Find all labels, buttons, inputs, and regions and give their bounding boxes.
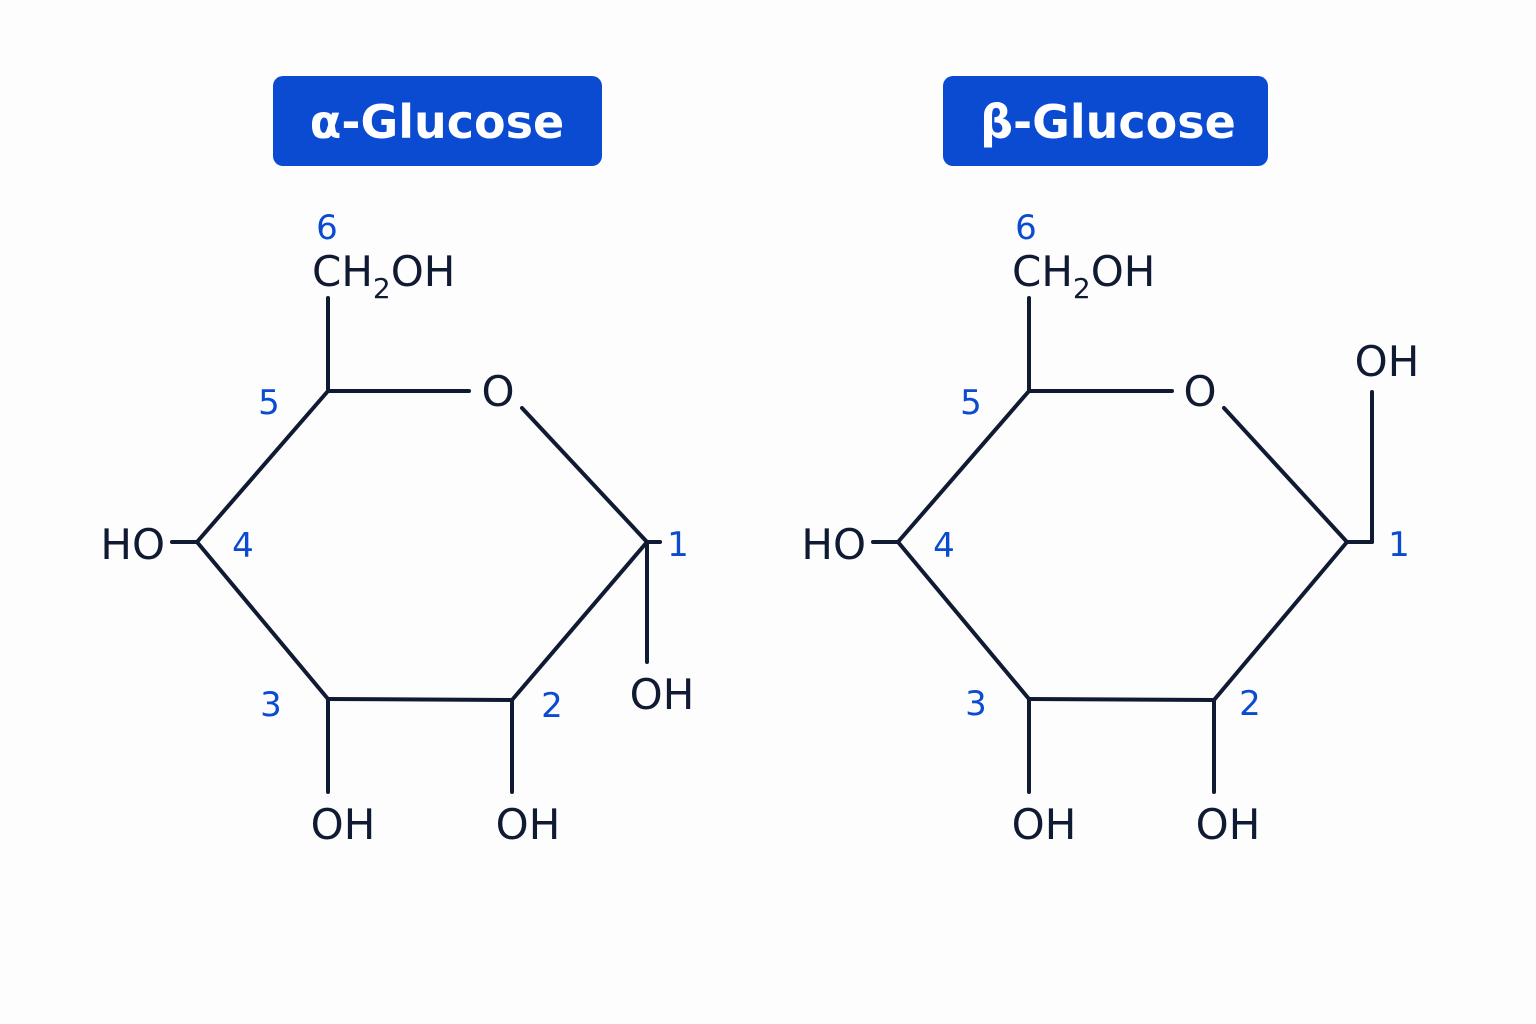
alpha-title-badge: [273, 76, 602, 166]
beta-bond-c4-c5: [896, 389, 1031, 544]
beta-glucose-panel: β-Glucose CH2OH O HO OH OH OH 6 5 4 3 2 …: [801, 76, 1419, 849]
beta-bond-c3-c4: [896, 540, 1031, 701]
beta-title-badge: [943, 76, 1268, 166]
alpha-glucose-panel: α-Glucose CH2OH O HO OH OH OH 6 5 4 3 2 …: [100, 76, 694, 849]
alpha-bond-c1-c2: [510, 540, 649, 702]
alpha-carbon-6-label: 6: [316, 208, 338, 248]
beta-carbon-6-label: 6: [1015, 208, 1037, 248]
beta-ring-oxygen: O: [1183, 367, 1216, 416]
alpha-title: α-Glucose: [310, 95, 564, 149]
beta-ho-c4: HO: [801, 520, 866, 569]
alpha-carbon-5-label: 5: [258, 383, 280, 423]
beta-bond-c1-c2: [1212, 540, 1349, 702]
alpha-carbon-4-label: 4: [232, 526, 254, 566]
alpha-ring-oxygen: O: [481, 367, 514, 416]
alpha-oh-c1: OH: [630, 670, 695, 719]
beta-bond-o-c1: [1222, 406, 1349, 544]
beta-carbon-5-label: 5: [960, 383, 982, 423]
alpha-oh-c3: OH: [311, 800, 376, 849]
alpha-carbon-1-label: 1: [667, 525, 689, 565]
alpha-oh-c2: OH: [496, 800, 561, 849]
beta-carbon-3-label: 3: [965, 684, 987, 724]
beta-carbon-2-label: 2: [1239, 684, 1261, 724]
alpha-ho-c4: HO: [100, 520, 165, 569]
alpha-bond-o-c1: [520, 406, 649, 544]
beta-oh-c3: OH: [1012, 800, 1077, 849]
alpha-carbon-2-label: 2: [541, 686, 563, 726]
beta-carbon-1-label: 1: [1388, 525, 1410, 565]
alpha-ch2oh-label: CH2OH: [312, 247, 455, 305]
beta-bond-c2-c3: [1027, 697, 1216, 702]
beta-title: β-Glucose: [980, 95, 1236, 149]
alpha-bond-c2-c3: [326, 697, 514, 702]
beta-ch2oh-label: CH2OH: [1012, 247, 1155, 305]
beta-oh-c2: OH: [1196, 800, 1261, 849]
alpha-carbon-3-label: 3: [260, 685, 282, 725]
beta-oh-c1: OH: [1355, 337, 1420, 386]
alpha-bond-c4-c5: [195, 389, 330, 544]
beta-carbon-4-label: 4: [933, 526, 955, 566]
alpha-bond-c3-c4: [195, 540, 330, 701]
